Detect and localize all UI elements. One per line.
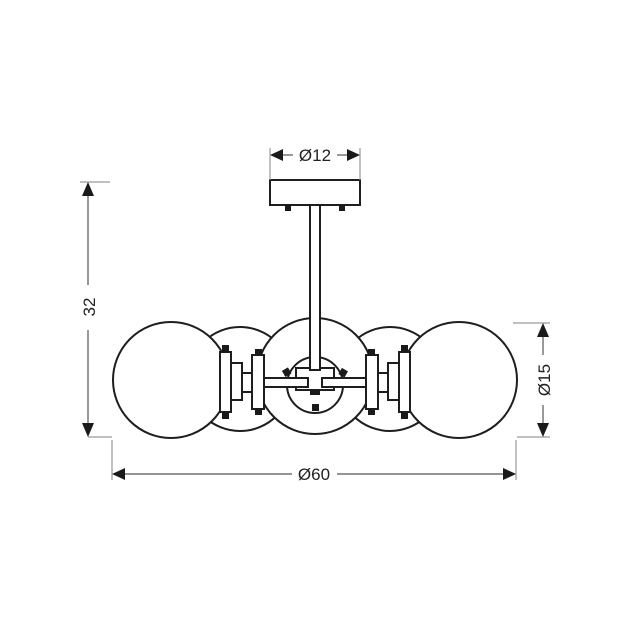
front-globe-right	[400, 321, 518, 439]
dimension-globe: Ø15	[513, 322, 554, 438]
holder-right-neck	[387, 362, 400, 401]
arm-right-collar-screw-bottom	[368, 408, 375, 415]
stem-rod	[309, 204, 321, 371]
arm-right-collar	[365, 354, 379, 410]
canopy-diameter-label: Ø12	[299, 146, 331, 165]
holder-left-plate	[219, 351, 232, 413]
canopy-screw-right	[339, 205, 345, 211]
canopy-screw-left	[285, 205, 291, 211]
total-diameter-label: Ø60	[298, 465, 330, 484]
holder-right-plate	[398, 351, 411, 413]
arrow-up-icon	[537, 323, 549, 337]
arrow-right-icon	[503, 468, 516, 480]
arm-left-collar-screw-bottom	[255, 408, 262, 415]
height-label: 32	[80, 298, 99, 317]
hub-screw-bottom	[312, 404, 319, 411]
ceiling-canopy	[269, 179, 361, 211]
arrow-left-icon	[112, 468, 125, 480]
arrow-down-icon	[537, 423, 549, 437]
arrow-down-icon	[82, 423, 94, 437]
dimension-canopy: Ø12	[269, 146, 361, 180]
holder-right-screw-top	[401, 345, 408, 352]
arrow-up-icon	[82, 182, 94, 196]
hub-bottom-nub	[310, 390, 320, 395]
globe-diameter-label: Ø15	[535, 364, 554, 396]
hub-screw-left	[281, 367, 292, 377]
arm-right-collar-screw-top	[368, 349, 375, 356]
arm-left-collar	[251, 354, 265, 410]
canopy-body	[269, 179, 361, 206]
dimension-width: Ø60	[111, 440, 517, 484]
front-globe-left	[112, 321, 230, 439]
arrow-right-icon	[347, 149, 360, 161]
holder-left-screw-bottom	[222, 412, 229, 419]
holder-left-neck	[230, 362, 243, 401]
hub-screw-right	[338, 367, 348, 378]
arm-left-collar-screw-top	[255, 349, 262, 356]
arms	[219, 345, 411, 419]
dimension-height: 32	[80, 181, 112, 438]
holder-left-screw-top	[222, 345, 229, 352]
holder-right-screw-bottom	[401, 412, 408, 419]
arrow-left-icon	[270, 149, 283, 161]
